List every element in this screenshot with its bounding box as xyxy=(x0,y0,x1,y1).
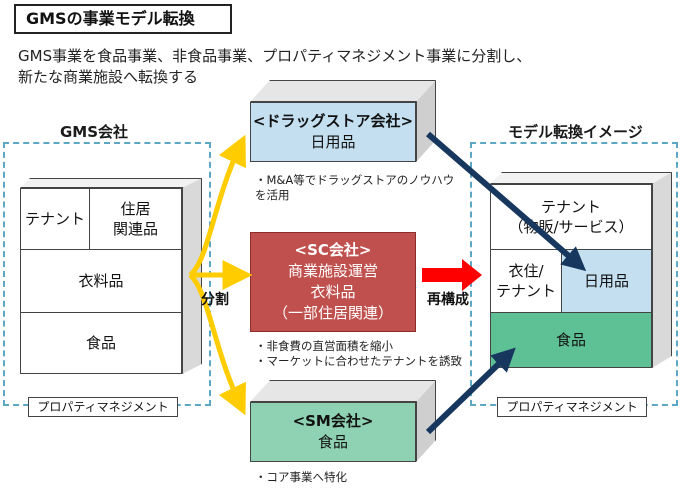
subtitle-line-1: GMS事業を食品事業、非食品事業、プロパティマネジメント事業に分割し、 xyxy=(18,47,532,65)
split-arrow-to-sm xyxy=(188,273,246,416)
split-label: 分割 xyxy=(201,292,229,308)
model-food-label: 食品 xyxy=(555,331,586,349)
sm-to-food-arrow xyxy=(425,347,516,435)
sc-company-role: 商業施設運営 xyxy=(287,262,378,280)
drug-store-company-category: 日用品 xyxy=(310,133,356,151)
gms-housing-cell: 住居 関連品 xyxy=(89,188,182,250)
sm-note-1: ・コア事業へ特化 xyxy=(255,470,347,484)
gms-pm-label: プロパティマネジメント xyxy=(28,397,178,417)
sc-company-name: <SC会社> xyxy=(294,241,372,259)
restructure-arrow xyxy=(422,259,482,291)
sc-notes: ・非食費の直営面積を縮小 ・マーケットに合わせたテナントを誘致 xyxy=(255,339,462,369)
model-apparel-tenant-label-2: テナント xyxy=(495,282,556,300)
sm-company-category: 食品 xyxy=(317,433,348,451)
sc-note-2: ・マーケットに合わせたテナントを誘致 xyxy=(255,354,462,368)
gms-company-label: GMS会社 xyxy=(60,123,129,141)
model-daily-goods-label: 日用品 xyxy=(583,272,629,290)
split-arrow-to-drug xyxy=(188,134,246,278)
gms-apparel-label: 衣料品 xyxy=(78,272,124,290)
model-tenant-label-1: テナント xyxy=(540,198,601,216)
gms-apparel-cell: 衣料品 xyxy=(20,249,182,313)
subtitle-line-2: 新たな商業施設へ転換する xyxy=(18,68,199,86)
gms-housing-label-2: 関連品 xyxy=(112,220,158,238)
restructure-label: 再構成 xyxy=(427,292,469,308)
sm-company-name: <SM会社> xyxy=(292,412,374,430)
sm-notes: ・コア事業へ特化 xyxy=(255,470,347,485)
model-apparel-tenant-label-1: 衣住/ xyxy=(508,262,544,280)
subtitle: GMS事業を食品事業、非食品事業、プロパティマネジメント事業に分割し、 新たな商… xyxy=(18,46,578,88)
drug-store-notes: ・M&A等でドラッグストアのノウハウ を活用 xyxy=(255,173,454,203)
model-tenant-cell: テナント （物販/サービス） xyxy=(490,184,652,250)
sc-company-category: 衣料品 xyxy=(310,283,356,301)
gms-housing-label-1: 住居 xyxy=(120,200,151,218)
gms-food-cell: 食品 xyxy=(20,312,182,374)
drug-store-note-1: ・M&A等でドラッグストアのノウハウ xyxy=(255,173,455,187)
model-transition-label: モデル転換イメージ xyxy=(508,123,643,141)
page-title: GMSの事業モデル転換 xyxy=(14,4,232,34)
model-pm-label: プロパティマネジメント xyxy=(497,397,647,417)
model-food-cell: 食品 xyxy=(490,312,652,368)
gms-tenant-label: テナント xyxy=(24,210,85,228)
drug-store-note-2: を活用 xyxy=(255,188,290,202)
drug-to-daily-arrow xyxy=(426,131,587,272)
model-apparel-tenant-cell: 衣住/ テナント xyxy=(490,249,562,313)
sc-company-subcategory: （一部住居関連） xyxy=(272,304,393,322)
drug-store-company-box: <ドラッグストア会社> 日用品 xyxy=(250,102,416,162)
gms-food-label: 食品 xyxy=(85,334,116,352)
sm-company-box: <SM会社> 食品 xyxy=(250,402,416,462)
sc-company-box: <SC会社> 商業施設運営 衣料品 （一部住居関連） xyxy=(250,232,416,332)
drug-store-company-name: <ドラッグストア会社> xyxy=(252,112,414,130)
sc-note-1: ・非食費の直営面積を縮小 xyxy=(255,339,393,353)
